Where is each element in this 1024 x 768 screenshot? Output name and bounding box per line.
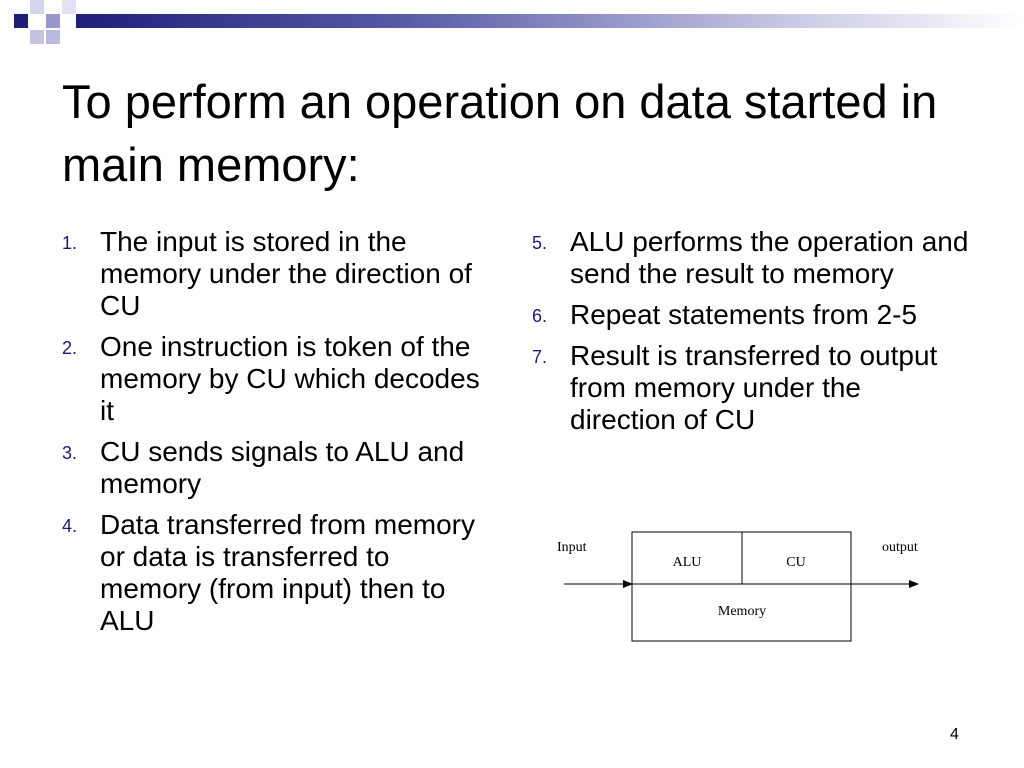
list-item: 5. ALU performs the operation and send t… (532, 226, 972, 290)
alu-label: ALU (673, 555, 702, 570)
list-number: 5. (532, 233, 548, 253)
list-left: 1. The input is stored in the memory und… (62, 226, 492, 646)
list-text: The input is stored in the memory under … (100, 226, 472, 321)
list-right: 5. ALU performs the operation and send t… (532, 226, 972, 445)
list-number: 6. (532, 306, 548, 326)
input-label: Input (557, 540, 587, 555)
output-label: output (882, 540, 918, 555)
list-item: 4. Data transferred from memory or data … (62, 509, 492, 637)
list-item: 3. CU sends signals to ALU and memory (62, 436, 492, 500)
header-square-mid (46, 14, 60, 28)
page-number: 4 (950, 726, 959, 743)
list-number: 7. (532, 347, 548, 367)
list-number: 2. (62, 338, 78, 358)
list-text: Result is transferred to output from mem… (570, 340, 938, 435)
slide-title: To perform an operation on data started … (62, 75, 938, 191)
header-square-light (30, 0, 44, 14)
list-text: Data transferred from memory or data is … (100, 509, 475, 636)
list-item: 1. The input is stored in the memory und… (62, 226, 492, 322)
memory-label: Memory (718, 604, 766, 619)
list-item: 7. Result is transferred to output from … (532, 340, 972, 436)
list-item: 2. One instruction is token of the memor… (62, 331, 492, 427)
list-item: 6. Repeat statements from 2-5 (532, 299, 972, 331)
header-square-light (30, 30, 44, 44)
header-gradient-bar (76, 14, 1024, 28)
list-text: CU sends signals to ALU and memory (100, 436, 465, 499)
header-square-light (62, 0, 76, 14)
list-number: 4. (62, 516, 78, 536)
cu-label: CU (786, 555, 805, 570)
list-number: 3. (62, 443, 78, 463)
header-square-mid (46, 30, 60, 44)
list-text: Repeat statements from 2-5 (570, 299, 918, 330)
computer-diagram: Input output ALU CU Memory (557, 531, 919, 642)
header-square-dark (14, 14, 28, 28)
list-text: One instruction is token of the memory b… (100, 331, 480, 426)
list-text: ALU performs the operation and send the … (570, 226, 969, 289)
list-number: 1. (62, 233, 78, 253)
